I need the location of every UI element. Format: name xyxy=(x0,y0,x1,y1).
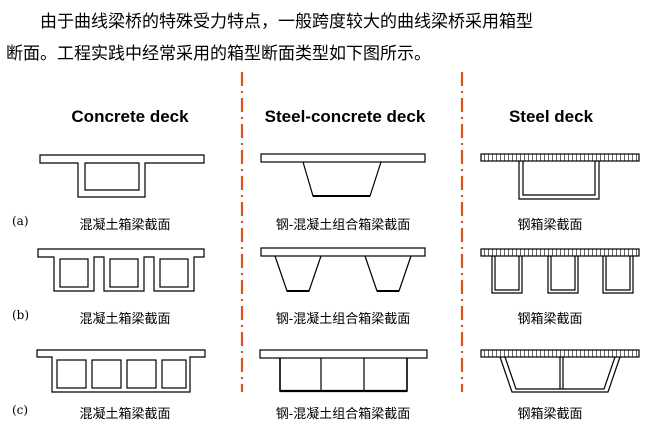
section-b-concrete xyxy=(37,248,205,292)
caption-c-composite: 钢-混凝土组合箱梁截面 xyxy=(275,407,411,422)
section-c-composite xyxy=(259,349,428,393)
intro-line-1: 由于曲线梁桥的特殊受力特点，一般跨度较大的曲线梁桥采用箱型 xyxy=(40,12,533,32)
section-c-steel xyxy=(480,349,640,393)
section-b-steel xyxy=(480,248,640,294)
header-concrete-deck: Concrete deck xyxy=(71,107,189,126)
section-c-concrete xyxy=(36,349,206,393)
row-label-b: (b) xyxy=(12,308,30,322)
header-steel-deck: Steel deck xyxy=(508,107,594,126)
caption-b-concrete: 混凝土箱梁截面 xyxy=(79,312,171,327)
row-label-a: (a) xyxy=(12,214,29,228)
caption-c-steel: 钢箱梁截面 xyxy=(517,407,583,422)
caption-b-composite: 钢-混凝土组合箱梁截面 xyxy=(275,312,411,327)
caption-a-steel: 钢箱梁截面 xyxy=(517,218,583,233)
intro-paragraph: 由于曲线梁桥的特殊受力特点，一般跨度较大的曲线梁桥采用箱型 断面。工程实践中经常… xyxy=(6,6,650,70)
intro-line-2: 断面。工程实践中经常采用的箱型断面类型如下图所示。 xyxy=(6,44,431,64)
header-steel-concrete-deck: Steel-concrete deck xyxy=(264,107,426,126)
caption-c-concrete: 混凝土箱梁截面 xyxy=(79,407,171,422)
section-a-steel xyxy=(480,153,640,200)
section-a-composite xyxy=(260,153,426,197)
caption-a-composite: 钢-混凝土组合箱梁截面 xyxy=(275,218,411,233)
caption-b-steel: 钢箱梁截面 xyxy=(517,312,583,327)
caption-a-concrete: 混凝土箱梁截面 xyxy=(79,218,171,233)
section-a-concrete xyxy=(39,154,205,198)
row-label-c: (c) xyxy=(12,403,29,417)
section-b-composite xyxy=(260,247,426,292)
